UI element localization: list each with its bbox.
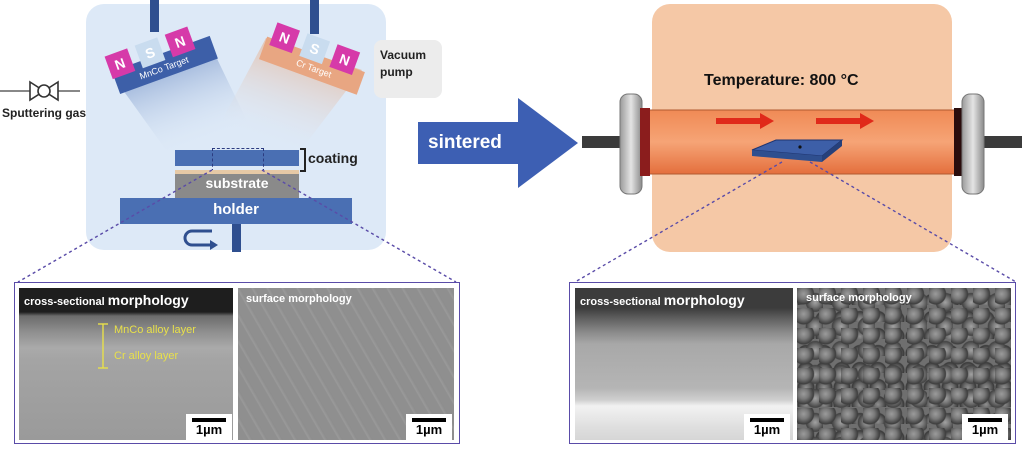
right-shaft: [974, 136, 1022, 148]
vacuum-pump-label: Vacuum pump: [380, 48, 427, 79]
cross-section-label-after: cross-sectional morphology: [580, 292, 745, 308]
tube-furnace-diagram: [582, 93, 1022, 195]
coating-bracket: [300, 148, 306, 172]
holder-shaft: [232, 224, 241, 252]
label-small: cross-sectional: [24, 296, 105, 308]
right-target-post: [310, 0, 319, 34]
scale-bar-line: [192, 418, 226, 422]
vacuum-pump: [374, 40, 442, 98]
process-arrow-icon: [418, 98, 578, 188]
sintered-label: sintered: [428, 132, 502, 153]
sputtering-gas-label: Sputtering gas: [2, 106, 87, 120]
furnace-temperature-label: Temperature: 800 °C: [704, 72, 859, 89]
gas-flow-arrow: [816, 113, 874, 129]
label-big: morphology: [663, 292, 745, 308]
surface-label-before: surface morphology: [246, 293, 352, 305]
scale-bar-label: 1µm: [415, 422, 443, 437]
scale-bar: 1µm: [186, 414, 232, 440]
left-target-post: [150, 0, 159, 32]
mnco-layer-label: MnCo alloy layer: [114, 324, 196, 336]
scale-bar-label: 1µm: [971, 422, 999, 437]
scale-bar-line: [968, 418, 1002, 422]
right-end-ring: [954, 108, 964, 176]
rotation-arrow-icon: [183, 229, 218, 250]
left-end-ring: [640, 108, 650, 176]
scale-bar-line: [412, 418, 446, 422]
scale-bar: 1µm: [962, 414, 1008, 440]
scale-bar-label: 1µm: [753, 422, 781, 437]
holder-label: holder: [213, 201, 259, 218]
right-end-cap: [961, 93, 985, 195]
cr-layer-label: Cr alloy layer: [114, 350, 179, 362]
gas-flow-arrow: [716, 113, 774, 129]
gas-valve-icon: [0, 80, 80, 102]
label-big: morphology: [107, 292, 189, 308]
holder: [120, 198, 352, 224]
surface-micrograph-after: [797, 288, 1011, 440]
substrate-label: substrate: [205, 175, 269, 191]
label-small: cross-sectional: [580, 296, 661, 308]
coating-layer: [175, 150, 299, 166]
scale-bar-line: [750, 418, 784, 422]
surface-label-after: surface morphology: [806, 292, 912, 304]
scale-bar: 1µm: [406, 414, 452, 440]
scale-bar: 1µm: [744, 414, 790, 440]
cross-section-label-before: cross-sectional morphology: [24, 292, 189, 308]
substrate-layer: [175, 170, 299, 198]
scale-bar-label: 1µm: [195, 422, 223, 437]
coating-label: coating: [308, 150, 358, 166]
layer-bracket: [98, 323, 108, 369]
